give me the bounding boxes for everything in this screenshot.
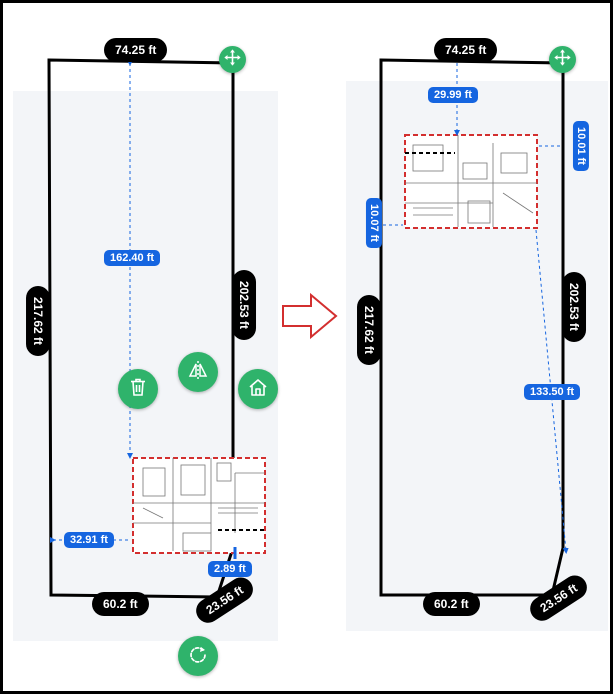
move-button-right[interactable] <box>549 46 576 73</box>
left-setback-bottom: 2.89 ft <box>208 561 252 577</box>
mirror-button[interactable] <box>178 352 218 392</box>
home-button[interactable] <box>238 369 278 409</box>
lot-drawing <box>47 58 569 599</box>
left-bottom-dimension: 60.2 ft <box>92 592 149 616</box>
left-right-dimension: 202.53 ft <box>232 269 257 341</box>
right-setback-right: 10.01 ft <box>572 121 589 171</box>
right-left-dimension: 217.62 ft <box>357 294 382 366</box>
move-icon <box>224 49 241 71</box>
house-footprint-right[interactable] <box>404 134 538 229</box>
trash-icon <box>130 378 146 401</box>
rotate-button[interactable] <box>178 636 218 676</box>
move-icon <box>554 49 571 71</box>
left-left-dimension: 217.62 ft <box>26 285 51 357</box>
home-icon <box>248 378 268 401</box>
mirror-icon <box>188 360 208 385</box>
right-setback-top: 29.99 ft <box>428 87 478 103</box>
house-footprint-left[interactable] <box>132 457 266 554</box>
arrow-icon <box>282 292 338 340</box>
move-button-left[interactable] <box>219 46 246 73</box>
left-top-dimension: 74.25 ft <box>104 38 168 62</box>
lot-boundary-right <box>379 58 565 597</box>
right-top-dimension: 74.25 ft <box>434 38 498 62</box>
right-setback-left: 10.07 ft <box>365 198 382 248</box>
rotate-icon <box>188 644 208 669</box>
right-right-dimension: 202.53 ft <box>562 271 587 343</box>
delete-button[interactable] <box>118 369 158 409</box>
right-bottom-dimension: 60.2 ft <box>423 592 480 616</box>
right-setback-diagonal: 133.50 ft <box>524 384 581 400</box>
left-setback-top: 162.40 ft <box>104 250 161 266</box>
left-setback-left: 32.91 ft <box>64 532 114 548</box>
